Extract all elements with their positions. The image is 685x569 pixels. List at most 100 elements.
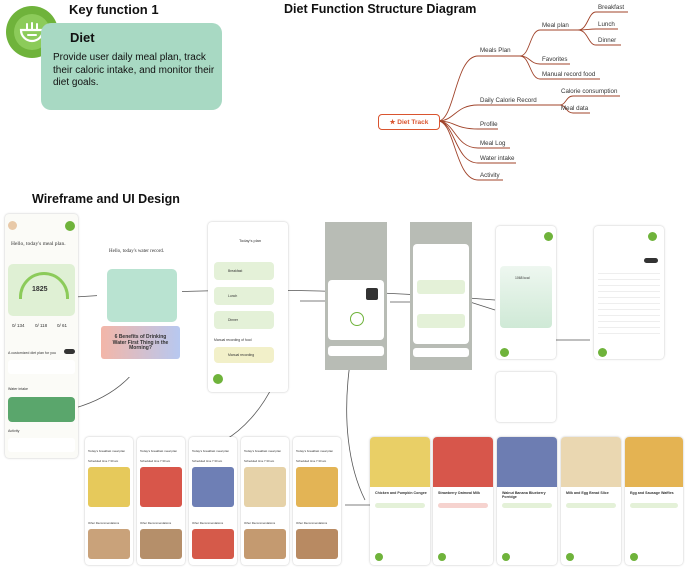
breakfast-row-label: Breakfast — [228, 269, 243, 273]
detail-tag-3[interactable] — [502, 503, 552, 508]
detail-tag-1[interactable] — [375, 503, 425, 508]
gallery-thumb[interactable] — [366, 288, 378, 300]
article-card[interactable] — [101, 326, 180, 359]
recommend-label: A customized diet plan for you — [8, 351, 56, 355]
small-plan-1: Today's breakfast meal plan Scheduled ti… — [85, 437, 133, 565]
record-item-1[interactable] — [417, 280, 465, 294]
nutrient-list — [598, 268, 660, 338]
star-icon: ★ — [389, 119, 398, 126]
record-card — [413, 244, 469, 344]
plan-screen: Today's plan Breakfast Lunch Dinner Manu… — [208, 222, 288, 392]
mm-manual-record-food: Manual record food — [542, 71, 596, 78]
gallery-screen — [325, 222, 387, 370]
small-sched-3: Scheduled time 7:30 am — [192, 459, 223, 463]
mm-meal-data: Meal data — [561, 105, 589, 112]
manual-row-label: Manual recording — [228, 353, 255, 357]
meal-data-table — [496, 372, 556, 422]
small-food-1 — [88, 467, 130, 507]
activity-item[interactable] — [8, 438, 75, 452]
detail-tab-1[interactable] — [375, 553, 383, 561]
stat-1: 0/ 134 — [12, 323, 25, 328]
small-sched-4: Scheduled time 7:30 am — [244, 459, 275, 463]
more-button[interactable] — [64, 349, 75, 354]
dinner-row[interactable]: Dinner — [214, 311, 274, 329]
detail-tab-2[interactable] — [438, 553, 446, 561]
small-reco-img-4 — [244, 529, 286, 559]
plan-title: Today's plan — [239, 238, 262, 243]
small-reco-img-2 — [140, 529, 182, 559]
diet-card-description: Provide user daily meal plan, track thei… — [53, 52, 215, 88]
water-card[interactable] — [8, 397, 75, 422]
report-tab-icon[interactable] — [500, 348, 509, 357]
diet-track-root-node: ★ Diet Track — [378, 114, 440, 130]
mm-favorites: Favorites — [542, 56, 568, 63]
detail-title-3: Walnut Banana Blueberry Porridge — [502, 491, 546, 499]
recommend-item[interactable] — [8, 360, 75, 374]
home-tab-icon[interactable] — [213, 374, 223, 384]
detail-title-2: Strawberry Oatmeal Milk — [438, 491, 480, 495]
detail-4: Milk and Egg Bread Slice — [561, 437, 621, 565]
manual-row[interactable]: Manual recording — [214, 347, 274, 363]
breakfast-row[interactable]: Breakfast — [214, 262, 274, 280]
small-food-4 — [244, 467, 286, 507]
small-title-5: Today's breakfast meal plan — [296, 449, 334, 453]
lunch-row-label: Lunch — [228, 294, 238, 298]
detail-title-5: Egg and Sausage Waffles — [630, 491, 674, 495]
detail-tag-4[interactable] — [566, 503, 616, 508]
manual-label: Manual recording of food — [214, 338, 252, 342]
diet-card-title: Diet — [70, 30, 95, 45]
add-button[interactable] — [65, 221, 75, 231]
record-item-2[interactable] — [417, 314, 465, 328]
home-greeting: Hello, today's meal plan. — [11, 241, 66, 247]
nutrient-tab-active[interactable] — [644, 258, 658, 263]
small-title-3: Today's breakfast meal plan — [192, 449, 230, 453]
avatar — [8, 221, 17, 230]
small-food-2 — [140, 467, 182, 507]
detail-photo-5 — [625, 437, 683, 487]
mm-lunch: Lunch — [598, 21, 615, 28]
detail-photo-4 — [561, 437, 621, 487]
small-reco-img-1 — [88, 529, 130, 559]
small-reco-img-5 — [296, 529, 338, 559]
small-title-4: Today's breakfast meal plan — [244, 449, 282, 453]
detail-1: Chicken and Pumpkin Congee — [370, 437, 430, 565]
small-title-2: Today's breakfast meal plan — [140, 449, 178, 453]
report-add-button[interactable] — [544, 232, 553, 241]
mm-breakfast: Breakfast — [598, 4, 625, 11]
record-input-1[interactable] — [413, 348, 469, 357]
detail-tag-2[interactable] — [438, 503, 488, 508]
detail-tab-4[interactable] — [566, 553, 574, 561]
detail-tab-5[interactable] — [630, 553, 638, 561]
small-plan-4: Today's breakfast meal plan Scheduled ti… — [241, 437, 289, 565]
report-chart — [500, 266, 552, 328]
mm-activity: Activity — [480, 172, 500, 179]
food-icon — [350, 312, 364, 326]
nutrient-add-button[interactable] — [648, 232, 657, 241]
lunch-row[interactable]: Lunch — [214, 287, 274, 305]
mm-dinner: Dinner — [598, 37, 617, 44]
small-reco-1: Other Recommendations — [88, 521, 120, 525]
small-sched-5: Scheduled time 7:30 am — [296, 459, 327, 463]
detail-3: Walnut Banana Blueberry Porridge — [497, 437, 557, 565]
detail-tag-5[interactable] — [630, 503, 678, 508]
mm-meal-log: Meal Log — [480, 140, 506, 147]
activity-label: Activity — [8, 429, 20, 433]
detail-title-1: Chicken and Pumpkin Congee — [375, 491, 427, 495]
report-value: 1068 kcal — [515, 276, 530, 280]
diet-track-label: Diet Track — [397, 118, 429, 126]
detail-5: Egg and Sausage Waffles — [625, 437, 683, 565]
mm-water-intake: Water intake — [480, 155, 515, 162]
wireframe-title: Wireframe and UI Design — [32, 192, 180, 206]
record-screen — [410, 222, 472, 370]
mm-calorie-consumption: Calorie consumption — [561, 88, 618, 95]
gallery-input[interactable] — [328, 346, 384, 356]
detail-photo-1 — [370, 437, 430, 487]
detail-tab-3[interactable] — [502, 553, 510, 561]
dinner-row-label: Dinner — [228, 318, 238, 322]
nutrient-tab-icon[interactable] — [598, 348, 607, 357]
water-greeting: Hello, today's water record. — [109, 249, 165, 254]
nutrient-screen — [594, 226, 664, 359]
small-plan-3: Today's breakfast meal plan Scheduled ti… — [189, 437, 237, 565]
water-screen: Hello, today's water record. 6 Benefits … — [97, 222, 182, 377]
small-title-1: Today's breakfast meal plan — [88, 449, 126, 453]
